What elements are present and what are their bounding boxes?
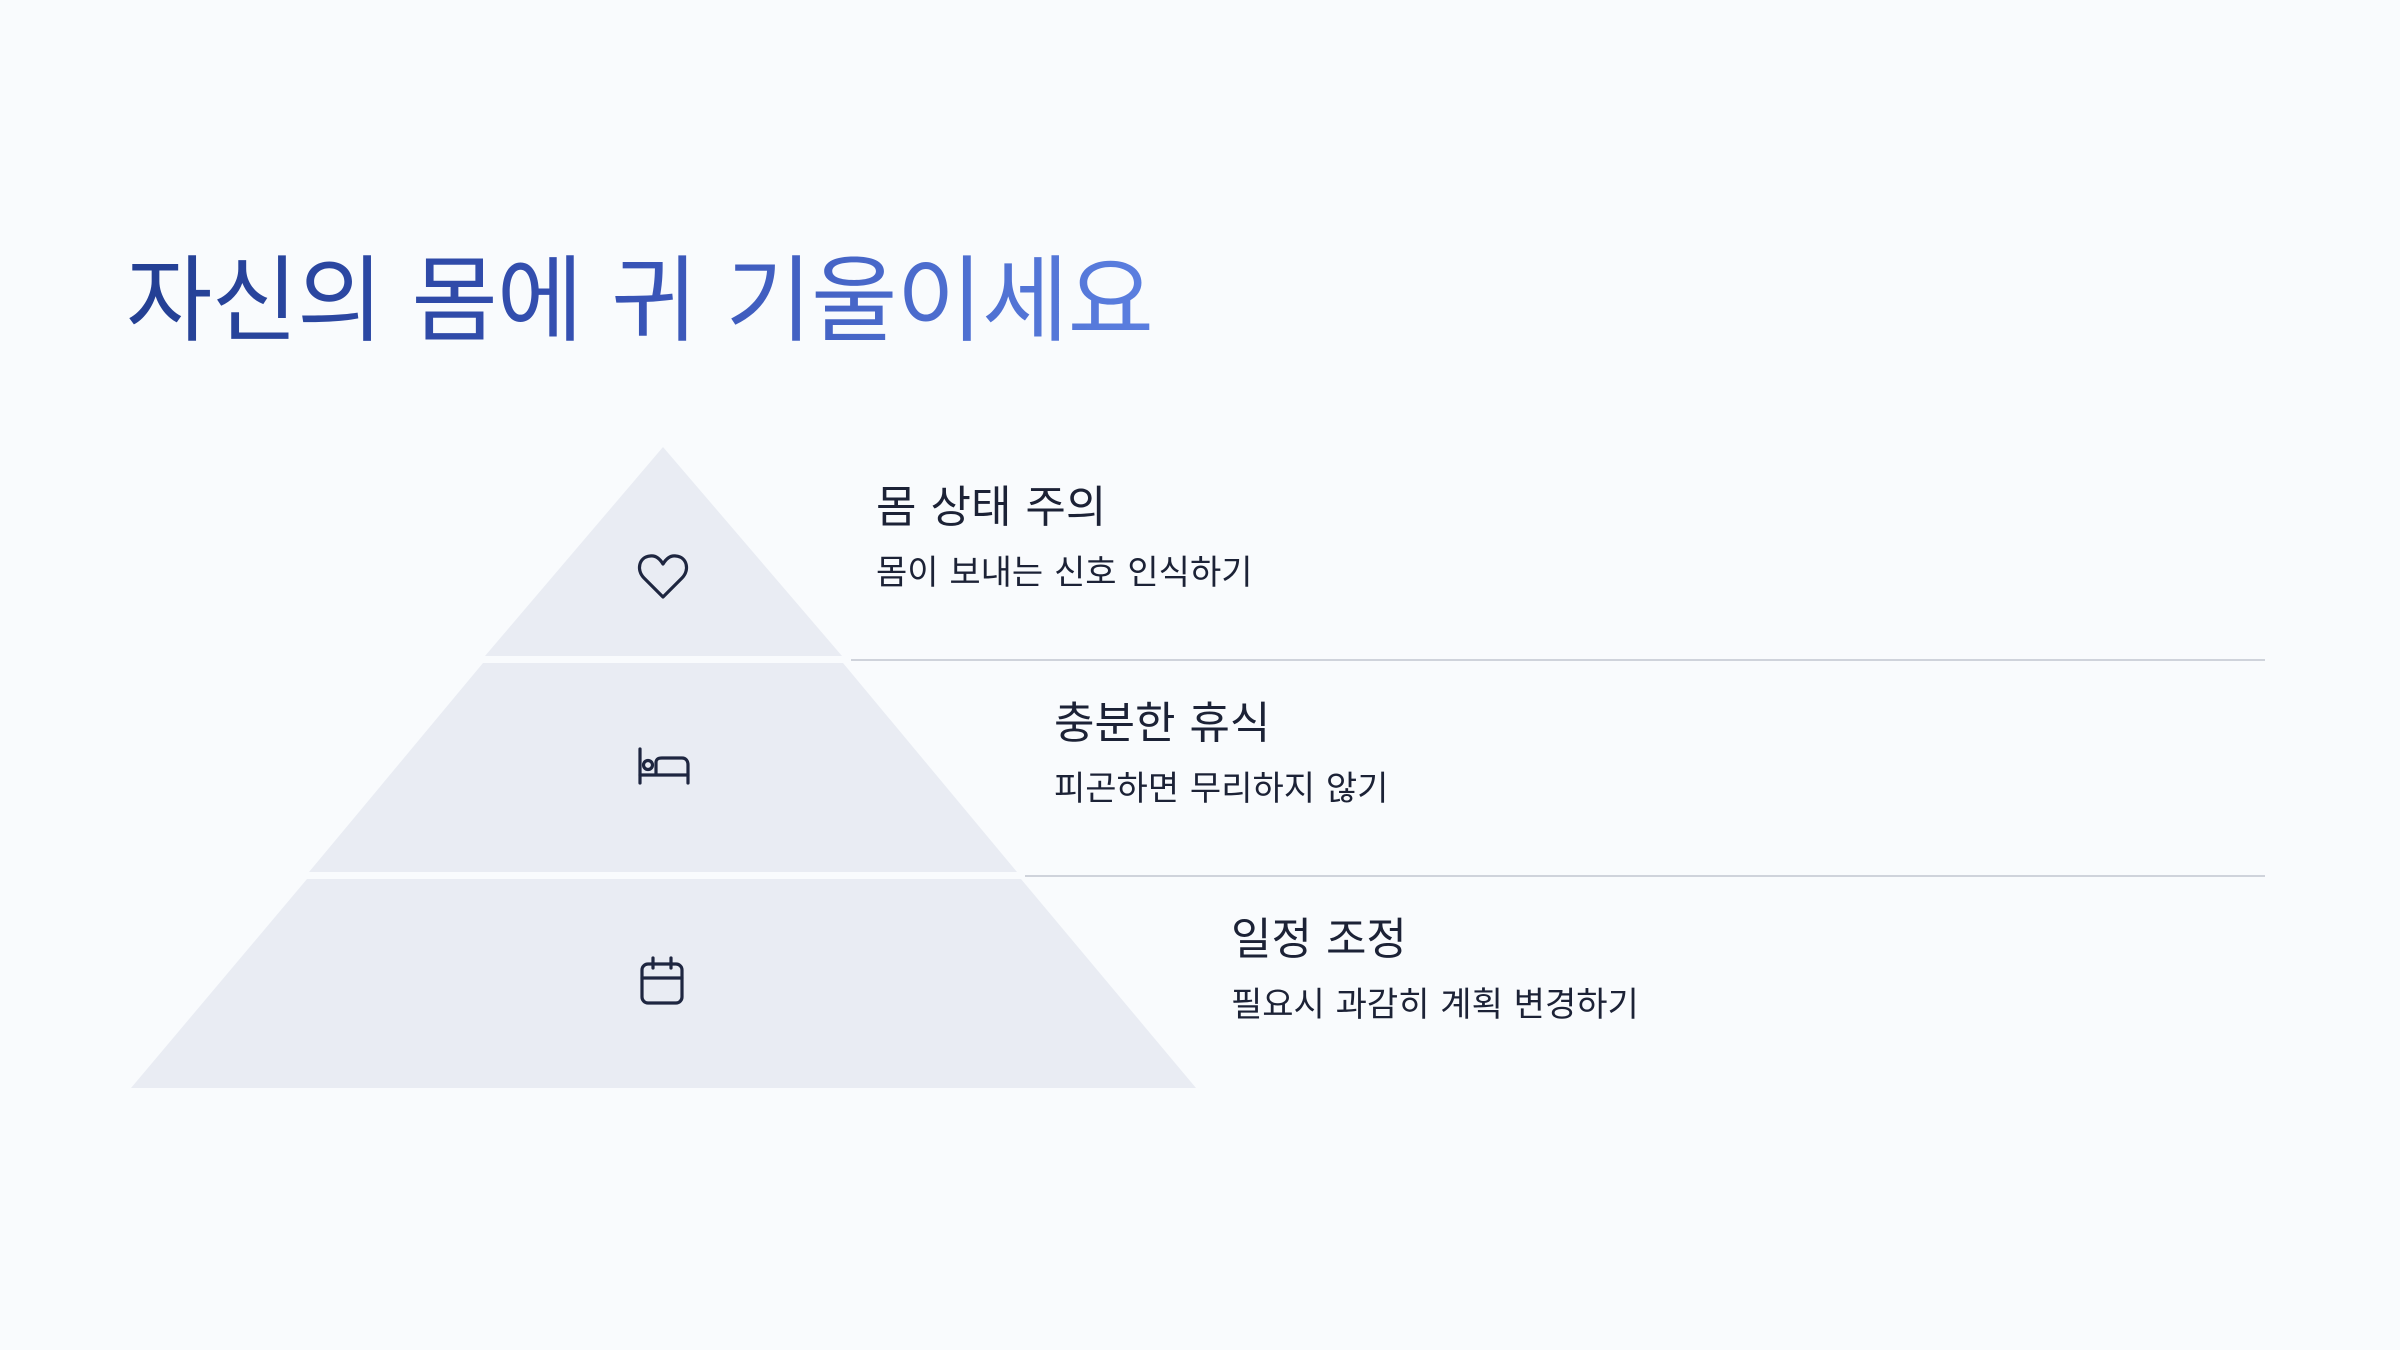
slide-title: 자신의 몸에 귀 기울이세요: [126, 247, 1154, 356]
tier-2-heading: 충분한 휴식: [1054, 698, 1271, 749]
tier-3-text: 일정 조정 필요시 과감히 계획 변경하기: [1231, 914, 1639, 1026]
tier-1-heading: 몸 상태 주의: [876, 482, 1107, 533]
pyramid-tier-3: [131, 879, 1196, 1088]
pyramid-tier-2: [309, 663, 1017, 872]
tier-1-description: 몸이 보내는 신호 인식하기: [876, 552, 1253, 593]
heart-icon: [637, 554, 689, 599]
tier-2-description: 피곤하면 무리하지 않기: [1054, 768, 1389, 809]
calendar-icon: [640, 956, 684, 1005]
pyramid-tier-1: [485, 447, 842, 656]
tier-2-text: 충분한 휴식 피곤하면 무리하지 않기: [1054, 698, 1388, 810]
bed-icon: [638, 747, 690, 785]
tier-1-text: 몸 상태 주의 몸이 보내는 신호 인식하기: [876, 482, 1253, 594]
tier-3-description: 필요시 과감히 계획 변경하기: [1231, 984, 1639, 1025]
tier-3-heading: 일정 조정: [1231, 914, 1407, 965]
